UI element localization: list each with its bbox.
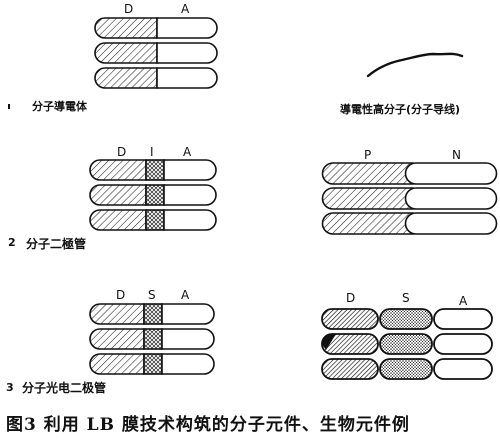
bio-rod — [321, 308, 493, 330]
pn-rod — [321, 212, 498, 235]
photodiode-letter-s: S — [148, 288, 156, 302]
pn-letter-p: P — [364, 148, 372, 162]
photodiode-rod — [89, 303, 215, 325]
photodiode-panel — [89, 303, 215, 375]
bio-letter-s: S — [402, 291, 410, 305]
panel-1-tick — [8, 104, 10, 109]
conductor-letter-a: A — [181, 2, 190, 16]
bio-letter-d: D — [346, 291, 356, 305]
conductor-panel — [94, 17, 218, 89]
diode-rod — [89, 159, 217, 181]
pn-letter-n: N — [452, 148, 461, 162]
pn-rod — [321, 162, 498, 185]
pn-panel — [321, 162, 498, 235]
conductor-rod — [94, 42, 218, 64]
photodiode-letter-a: A — [181, 288, 190, 302]
bio-panel — [321, 308, 493, 380]
diode-panel — [89, 159, 217, 231]
diode-letter-d: D — [117, 145, 127, 159]
photodiode-letter-d: D — [116, 288, 126, 302]
photodiode-rod — [89, 328, 215, 350]
diode-rod — [89, 184, 217, 206]
conductor-rod — [94, 17, 218, 39]
photodiode-label: 分子光电二极管 — [22, 381, 107, 395]
diode-letter-a: A — [183, 145, 192, 159]
pn-rod — [321, 187, 498, 210]
bio-letter-a: A — [459, 294, 468, 308]
photodiode-rod — [89, 353, 215, 375]
conductor-letter-d: D — [124, 2, 134, 16]
diode-letter-i: I — [150, 145, 154, 159]
figure-caption: 图3 利用 LB 膜技术构筑的分子元件、生物元件例 — [6, 415, 410, 435]
polymer-wire — [366, 52, 464, 78]
bio-rod — [321, 358, 493, 380]
conductor-label: 分子導電体 — [32, 100, 87, 113]
conductor-rod — [94, 67, 218, 89]
photodiode-number: 3 — [6, 381, 14, 394]
diode-number: 2 — [8, 236, 16, 249]
diode-rod — [89, 209, 217, 231]
diode-label: 分子二極管 — [26, 237, 87, 251]
wire-label: 導電性高分子(分子导线) — [340, 103, 461, 116]
bio-rod — [321, 333, 493, 355]
